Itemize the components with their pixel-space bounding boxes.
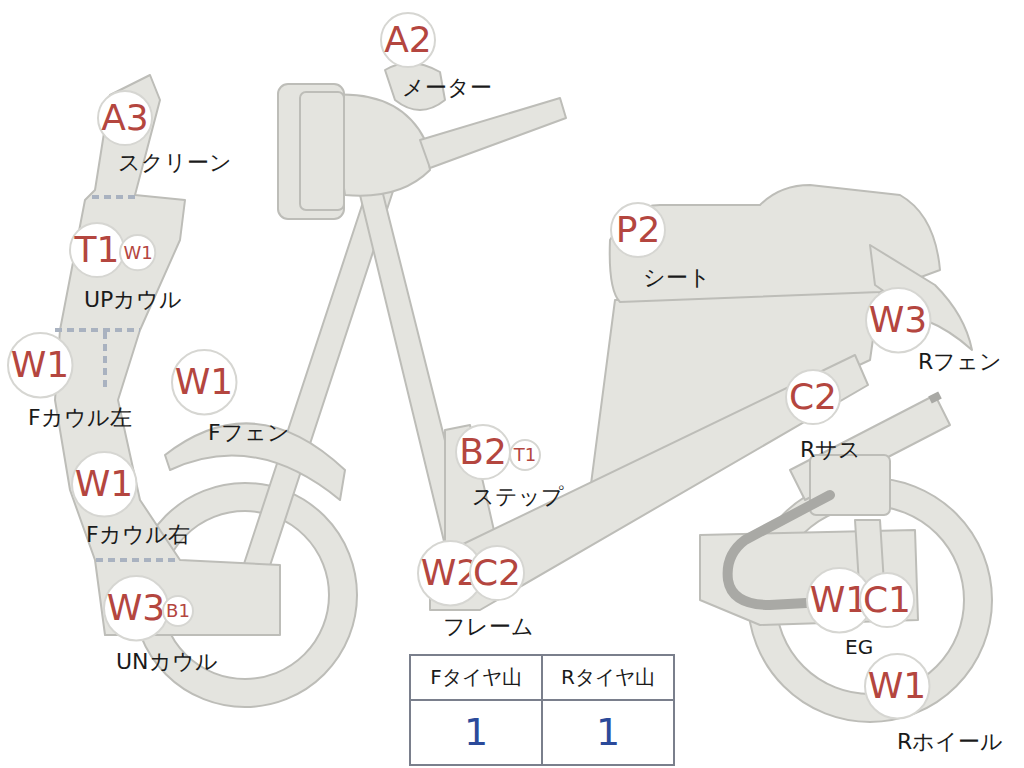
damage-code: W1 <box>171 349 238 416</box>
circle-shape <box>72 452 137 517</box>
circle-shape <box>510 440 540 470</box>
damage-code-circle: C1 <box>859 572 915 628</box>
part-name: UNカウル <box>116 650 218 674</box>
part-name: フレーム <box>443 615 534 639</box>
damage-code: W1 <box>119 234 156 271</box>
part-name: UPカウル <box>84 288 182 312</box>
circle-shape <box>865 654 930 719</box>
part-name: ステップ <box>472 485 564 509</box>
damage-code: B1 <box>162 595 194 627</box>
circle-shape <box>866 288 931 353</box>
damage-code: P2 <box>610 202 666 258</box>
damage-code: W3 <box>865 287 932 354</box>
damage-code: B2 <box>455 424 511 480</box>
damage-code: W3 <box>103 575 170 642</box>
front-cowl <box>55 75 280 635</box>
damage-code-circle: W1 <box>71 451 138 518</box>
part-name: Rホイール <box>897 730 1003 754</box>
part-name: シート <box>643 266 711 290</box>
circle-shape <box>104 576 169 641</box>
table-rule <box>541 655 543 765</box>
headlight <box>278 84 344 219</box>
part-name: メーター <box>402 76 492 100</box>
damage-code-circle: T1 <box>69 222 125 278</box>
damage-code: W1 <box>71 451 138 518</box>
part-name: スクリーン <box>118 151 232 175</box>
table-cell: 1 <box>596 712 620 754</box>
damage-code-circle: B2 <box>455 424 511 480</box>
headlight-lens <box>300 92 344 210</box>
part-name: Fカウル左 <box>28 406 132 430</box>
part-name: Fフェン <box>208 421 290 445</box>
circle-shape <box>786 370 840 424</box>
damage-code: T1 <box>509 439 541 471</box>
circle-shape <box>381 13 435 67</box>
handlebar <box>420 98 566 168</box>
tread-table <box>410 655 674 765</box>
damage-code: A3 <box>97 90 153 146</box>
part-name: EG <box>845 636 873 658</box>
damage-code-circle: W3 <box>103 575 170 642</box>
circle-shape <box>470 546 524 600</box>
circle-shape <box>70 223 124 277</box>
damage-code-circle: A3 <box>97 90 153 146</box>
damage-code: C1 <box>859 572 915 628</box>
table-cell: Rタイヤ山 <box>561 666 655 688</box>
damage-code: C2 <box>469 545 525 601</box>
panel-division <box>96 558 180 562</box>
part-name: Rフェン <box>918 350 1002 374</box>
panel-division <box>92 195 135 199</box>
part-name: Rサス <box>800 438 861 462</box>
circle-shape <box>611 203 665 257</box>
damage-code-circle: A2 <box>380 12 436 68</box>
panel-division <box>103 332 107 392</box>
circle-shape <box>163 596 193 626</box>
part-name: Fカウル右 <box>86 523 190 547</box>
damage-code-circle: W1 <box>7 332 74 399</box>
damage-code-circle: C2 <box>469 545 525 601</box>
panel-division <box>55 328 140 332</box>
damage-code-circle: W1 <box>864 653 931 720</box>
damage-code-circle: T1 <box>509 439 541 471</box>
table-cell: Fタイヤ山 <box>430 666 522 688</box>
damage-code: W1 <box>7 332 74 399</box>
damage-code-circle: W1 <box>119 234 156 271</box>
suspension-block <box>810 455 890 515</box>
circle-shape <box>456 425 510 479</box>
damage-code: A2 <box>380 12 436 68</box>
damage-code-circle: W1 <box>171 349 238 416</box>
damage-code-circle: P2 <box>610 202 666 258</box>
circle-shape <box>172 350 237 415</box>
table-cell: 1 <box>464 712 488 754</box>
damage-code-circle: C2 <box>785 369 841 425</box>
damage-code-circle: B1 <box>162 595 194 627</box>
suspension-bolt <box>930 395 940 400</box>
circle-shape <box>860 573 914 627</box>
damage-code: W1 <box>864 653 931 720</box>
damage-code: C2 <box>785 369 841 425</box>
circle-shape <box>8 333 73 398</box>
circle-shape <box>120 235 155 270</box>
damage-code-circle: W3 <box>865 287 932 354</box>
circle-shape <box>98 91 152 145</box>
damage-code: T1 <box>69 222 125 278</box>
